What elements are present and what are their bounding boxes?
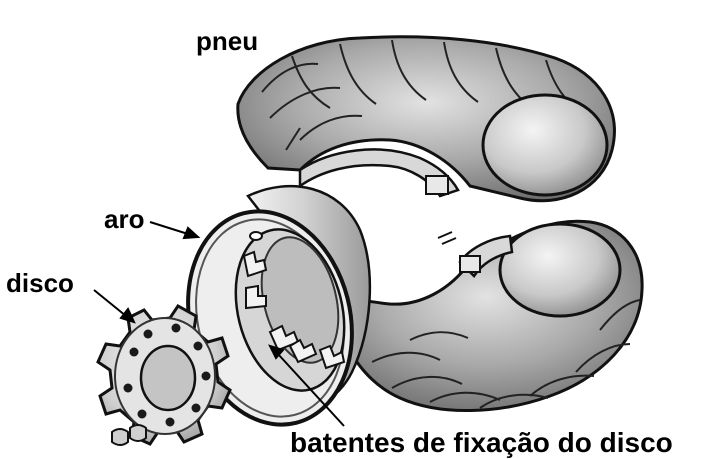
tire-upper-bead-opening [483, 95, 607, 195]
bolt-hole [192, 404, 201, 413]
wheel-nut [112, 429, 128, 445]
disc-leader-line [94, 290, 126, 316]
bolt-hole [124, 384, 133, 393]
label-rim: aro [104, 204, 144, 234]
bolt-hole [172, 324, 181, 333]
wheel-nuts [112, 425, 146, 445]
bolt-hole [130, 348, 139, 357]
label-disc-stops: batentes de fixação do disco [290, 427, 673, 458]
bolt-hole [138, 410, 147, 419]
tire-cut-notch-upper [426, 176, 448, 194]
rim-valve-hole [250, 232, 262, 240]
rim-leader-arrowhead [184, 228, 198, 238]
disc-center-hole [141, 346, 195, 410]
tire-inner-marks [438, 232, 456, 244]
bolt-hole [194, 342, 203, 351]
label-disc: disco [6, 268, 74, 298]
rim-leader-line [150, 222, 188, 234]
bolt-hole [144, 330, 153, 339]
tire-cut-notch-lower [460, 256, 480, 272]
label-tire: pneu [196, 26, 258, 56]
disc-leader-arrowhead [121, 309, 134, 322]
tire-lower-bead-opening [500, 224, 620, 316]
bolt-hole [202, 372, 211, 381]
wheel-nut [130, 425, 146, 441]
bolt-hole [166, 418, 175, 427]
